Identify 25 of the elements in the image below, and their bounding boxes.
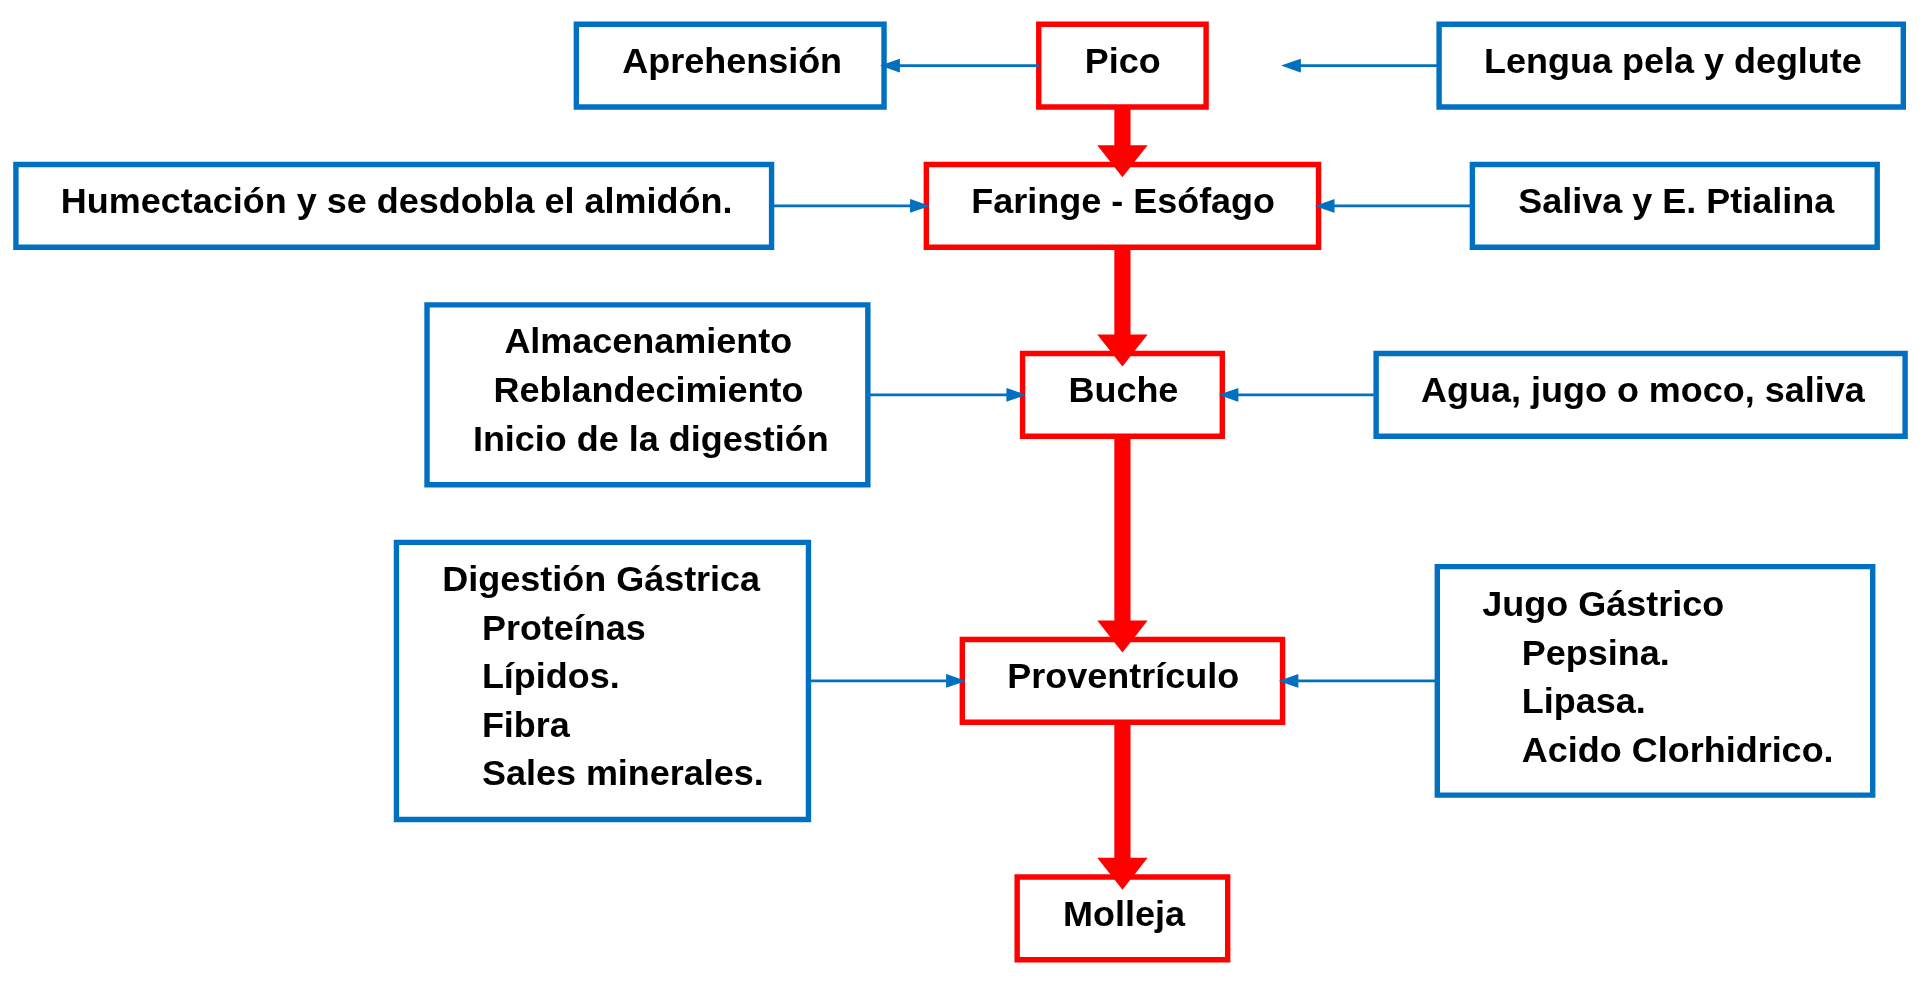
arrow [1281, 58, 1439, 73]
arrow [1218, 387, 1377, 402]
node-box: Buche [1019, 350, 1225, 439]
node-box: Molleja [1014, 874, 1231, 963]
arrow [1097, 247, 1148, 367]
node-box: Lengua pela y deglute [1436, 21, 1906, 110]
node-box: Saliva y E. Ptialina [1469, 161, 1880, 250]
node-box: Jugo Gástrico Pepsina. Lipasa. Acido Clorhidrico. [1434, 563, 1876, 798]
arrow [880, 58, 1039, 73]
node-box: Aprehensión [573, 21, 887, 110]
arrow [771, 198, 930, 213]
node-box: Pico [1036, 21, 1209, 110]
arrow [1097, 722, 1148, 890]
node-box: Agua, jugo o moco, saliva [1373, 350, 1908, 439]
node-box: Faringe - Esófago [923, 161, 1322, 250]
arrow [808, 673, 966, 688]
node-box: Digestión Gástrica Proteínas Lípidos. Fibra Sales minerales. [393, 539, 812, 823]
node-box: Humectación y se desdobla el almidón. [13, 161, 775, 250]
arrow [1278, 673, 1437, 688]
arrow [868, 387, 1027, 402]
arrow [1097, 436, 1148, 653]
arrow [1314, 198, 1472, 213]
node-box: Proventrículo [959, 636, 1286, 725]
node-box: Almacenamiento Reblandecimiento Inicio de la digestión [424, 302, 871, 488]
arrow [1097, 107, 1148, 178]
